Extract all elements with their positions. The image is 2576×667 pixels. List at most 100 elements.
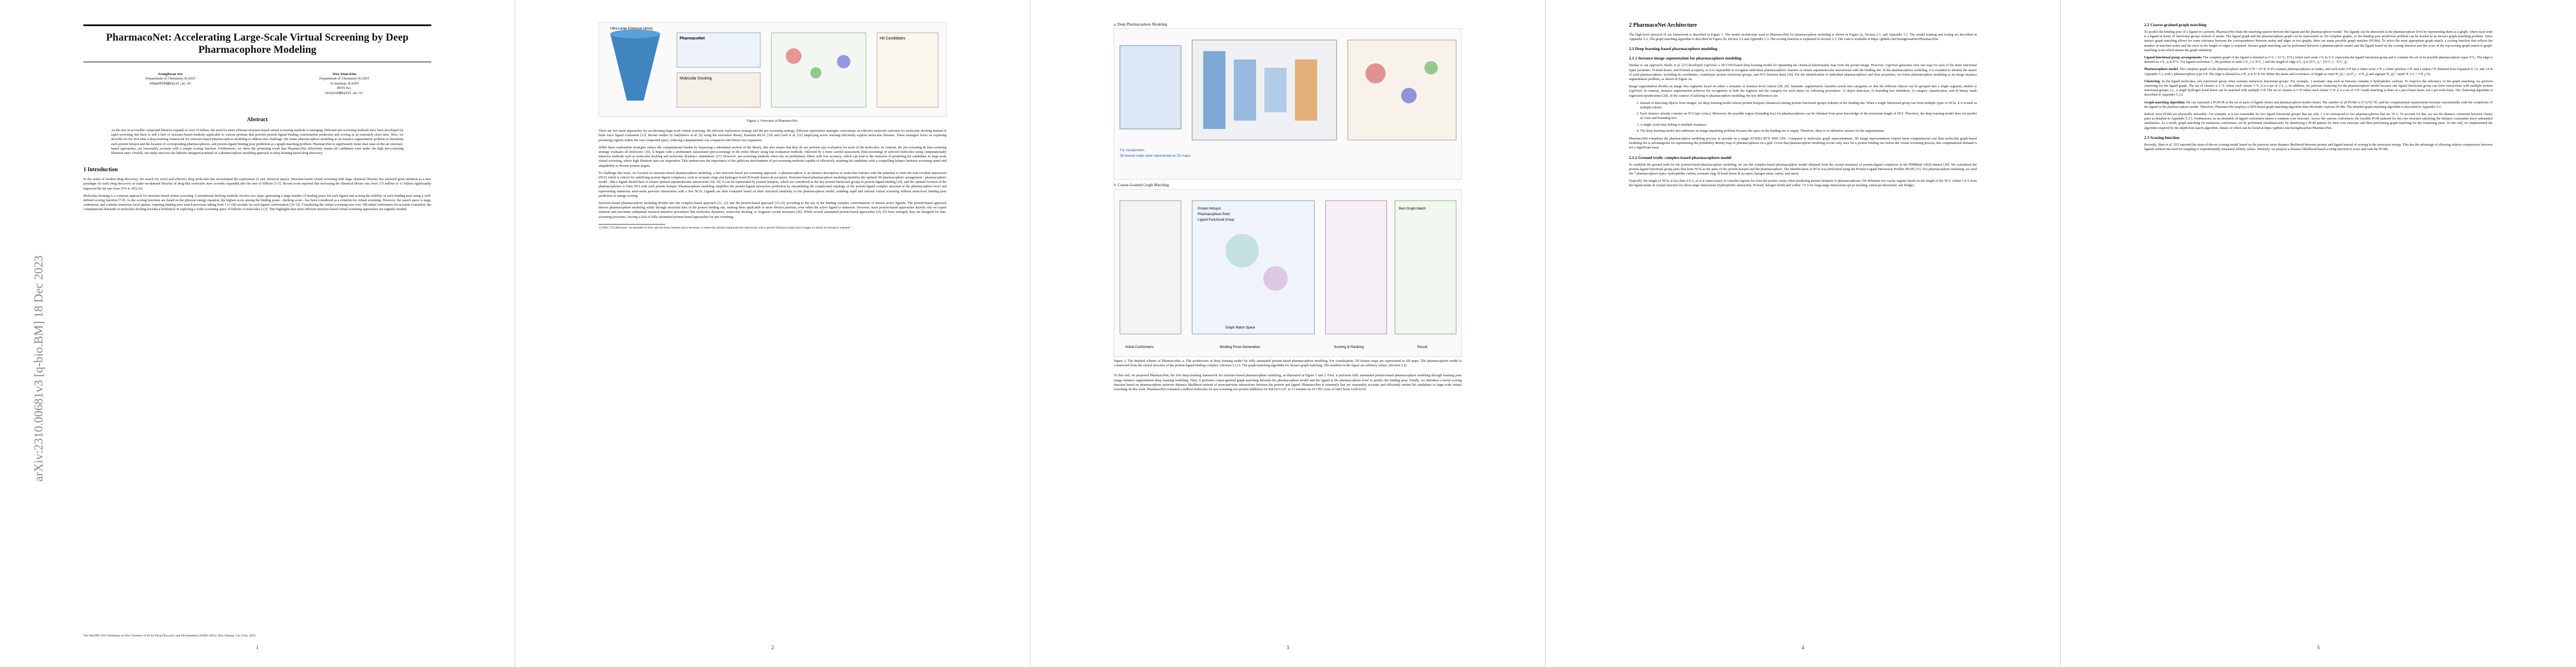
- fig2b-label-hotspot: Protein Hotspot: [1198, 207, 1221, 211]
- author-name: Seonghwan Seo: [158, 72, 183, 76]
- fig2a-note-2: 3D feature maps were represented as 2D m…: [1120, 155, 1191, 158]
- molecule-icon: [837, 55, 850, 68]
- page4-paragraph-1: Similar to our approach, Skalic et al. […: [1629, 63, 1977, 82]
- author-2: Woo Youn Kim Department of Chemistry, KA…: [320, 72, 370, 96]
- section-2-1-heading: 2.1 Deep learning-based pharmacophore mo…: [1629, 46, 1717, 52]
- page5-paragraph-feasibility: Indeed, most PGMs are physically infeasi…: [2144, 112, 2493, 130]
- pharmacophore-point: [1366, 63, 1386, 83]
- author-email[interactable]: shwan0106@kaist.ac.kr: [149, 81, 192, 86]
- fig2b-label-best: Best Graph Match: [1399, 207, 1426, 211]
- abstract-text: As the size of accessible compound libra…: [111, 128, 403, 156]
- fig1-label-hits: Hit Candidates: [880, 37, 905, 41]
- page2-paragraph-4: Structure-based pharmacophore modeling d…: [599, 201, 946, 219]
- axis-label-conformers: Initial Conformers: [1125, 345, 1154, 349]
- key-differences-list: Instead of detecting objects from images…: [1635, 101, 1977, 133]
- page4-paragraph-0: The high-level protocol of our framework…: [1629, 33, 1977, 42]
- page5-clustering-paragraph: Clustering. In the ligand molecules, one…: [2144, 79, 2493, 98]
- page-2: Ultra-Large Chemical Library PharmacoNet…: [515, 0, 1030, 667]
- figure-2-caption: Figure 2: The detailed scheme of Pharmac…: [1114, 359, 1462, 368]
- fig2b-label-functional: Ligand Functional Group: [1198, 218, 1234, 222]
- list-item: Instead of detecting objects from images…: [1640, 101, 1977, 110]
- encoder-block: [1203, 51, 1225, 129]
- axis-label-scoring: Scoring & Ranking: [1334, 345, 1364, 349]
- page2-paragraph-1: There are two main approaches for accele…: [599, 129, 946, 142]
- page5-graph-matching-paragraph: Graph-matching algorithm. We can represe…: [2144, 101, 2493, 109]
- input-grid: [1119, 45, 1182, 130]
- author-name: Woo Youn Kim: [332, 72, 356, 76]
- figure-2b-label: b. Coarse-Grained Graph Matching: [1114, 183, 1169, 187]
- inline-heading: Pharmacophore model.: [2144, 67, 2179, 72]
- fig1-label-pharmaconet: PharmacoNet: [680, 37, 705, 41]
- paper-title: PharmacoNet: Accelerating Large-Scale Vi…: [106, 32, 409, 56]
- molecule-icon: [786, 48, 801, 64]
- result-panel: [1394, 200, 1457, 335]
- fig2a-note-1: For visualization,: [1120, 149, 1145, 152]
- funnel-top: [610, 29, 660, 38]
- inline-text: We can represent a PGM M as the set of p…: [2144, 100, 2493, 109]
- title-rule-top: [83, 24, 431, 26]
- conformer-panel: [1119, 200, 1182, 335]
- decoder-block: [1295, 59, 1317, 121]
- fig2b-label-space: Graph Match Space: [1225, 326, 1255, 330]
- venue-note: The NeurIPS 2023 Workshop on New Frontie…: [83, 634, 256, 638]
- section-2-1-1-heading: 2.1.1 Instance image segmentation for ph…: [1629, 56, 1742, 61]
- section-2-3-heading: 2.3 Scoring function: [2144, 135, 2180, 140]
- scoring-panel: [1325, 200, 1387, 335]
- docking-panel: [676, 72, 761, 108]
- figure-2b: Protein Hotspot Pharmacophore Point Liga…: [1114, 189, 1462, 357]
- figure-1-graphic: Ultra-Large Chemical Library PharmacoNet…: [610, 27, 939, 108]
- section-2-heading: 2 PharmacoNet Architecture: [1629, 22, 1697, 28]
- graph-match-node: [1225, 234, 1259, 267]
- figure-1-caption: Figure 1: Overview of PharmacoNet.: [747, 119, 798, 123]
- pose-generation-panel: [1192, 200, 1315, 335]
- encoder-block: [1234, 59, 1256, 121]
- pharmacophore-point: [1401, 88, 1417, 103]
- inline-heading: Ligand functional group arrangements.: [2144, 56, 2203, 60]
- author-affiliation-3: HITS Inc.: [337, 86, 352, 91]
- author-block: Seonghwan Seo Department of Chemistry, K…: [83, 72, 431, 96]
- figure-2a-label: a. Deep Pharmacophore Modeling: [1114, 22, 1168, 27]
- page5-scoring-paragraph: Recently, Shen et al. [32] reported the …: [2144, 142, 2493, 152]
- page-3: a. Deep Pharmacophore Modeling For visua…: [1030, 0, 1546, 667]
- page4-paragraph-2: Image segmentation divides an image into…: [1629, 84, 1977, 98]
- author-1: Seonghwan Seo Department of Chemistry, K…: [146, 72, 196, 96]
- arxiv-side-label: arXiv:2310.00681v3 [q-bio.BM] 18 Dec 202…: [14, 256, 45, 482]
- fig2b-label-pharmacophore: Pharmacophore Point: [1198, 213, 1230, 216]
- axis-label-pose: Binding Pose Generation: [1220, 345, 1260, 349]
- intro-paragraph-1: In the realm of modern drug discovery, t…: [83, 177, 431, 191]
- author-affiliation: Department of Chemistry, KAIST: [319, 77, 370, 81]
- figure-2a-graphic: For visualization, 3D feature maps were …: [1119, 39, 1457, 158]
- page2-paragraph-2: While these exploration strategies reduc…: [599, 145, 946, 168]
- page-number: 1: [256, 645, 259, 650]
- inline-heading: Clustering.: [2144, 79, 2161, 83]
- page5-ligand-paragraph: Ligand functional group arrangements. Th…: [2144, 56, 2493, 64]
- figure-2a: For visualization, 3D feature maps were …: [1114, 28, 1462, 180]
- decoder-block: [1264, 68, 1287, 112]
- inline-text: The complete graph of the ligand is deno…: [2144, 56, 2493, 64]
- molecule-icon: [810, 67, 821, 78]
- pharmacophore-point: [1424, 61, 1438, 74]
- page-number: 5: [2317, 645, 2320, 650]
- author-affiliation: Department of Chemistry, KAIST: [145, 77, 196, 81]
- inline-heading: Graph-matching algorithm.: [2144, 100, 2185, 104]
- page5-paragraph-1: To predict the binding pose of a ligand …: [2144, 30, 2493, 52]
- page-number: 4: [1801, 645, 1805, 650]
- pharmacophore-output: [1347, 39, 1457, 141]
- page4-paragraph-3: PharmacoNet completes the pharmacophore …: [1629, 137, 1977, 150]
- list-item: Each instance already contains an NCI ty…: [1640, 112, 1977, 121]
- page-1: arXiv:2310.00681v3 [q-bio.BM] 18 Dec 202…: [0, 0, 515, 667]
- page4-paragraph-5: Typically, the length of NCIs is less th…: [1629, 179, 1977, 188]
- hit-panel: [876, 32, 939, 108]
- axis-label-result: Result: [1417, 345, 1428, 349]
- page-number: 3: [1286, 645, 1289, 650]
- author-affiliation-2: AI Institute, KAIST: [330, 81, 359, 86]
- inline-text: In the ligand molecules, one functional …: [2144, 79, 2493, 97]
- page4-paragraph-4: To establish the ground truth for the pr…: [1629, 162, 1977, 176]
- figure-2b-graphic: Protein Hotspot Pharmacophore Point Liga…: [1119, 200, 1457, 349]
- author-email[interactable]: wooyoun@kaist.ac.kr: [325, 91, 363, 95]
- page2-paragraph-3: To challenge this issue, we focused on s…: [599, 171, 946, 198]
- page5-model-paragraph: Pharmacophore model. The complete graph …: [2144, 67, 2493, 76]
- page-4: 2 PharmacoNet Architecture The high-leve…: [1546, 0, 2061, 667]
- funnel-shape: [610, 34, 660, 101]
